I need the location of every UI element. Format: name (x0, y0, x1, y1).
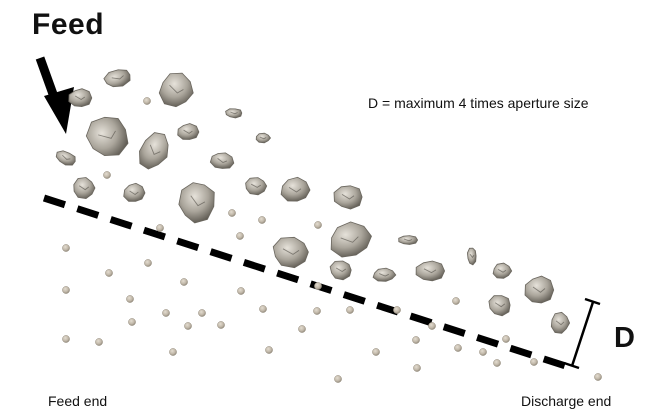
pebble-39 (594, 373, 602, 381)
pebble-7 (314, 221, 322, 229)
pebble-34 (479, 348, 487, 356)
rock-26 (488, 295, 511, 317)
undersize-pebbles (62, 97, 602, 383)
rock-27 (550, 311, 571, 334)
rock-22 (415, 260, 446, 282)
pebble-40 (393, 306, 401, 314)
pebble-26 (217, 321, 225, 329)
feed-arrow-icon (35, 56, 74, 134)
pebble-21 (346, 306, 354, 314)
oversize-rocks (55, 69, 571, 334)
pebble-37 (413, 364, 421, 372)
rock-24 (492, 262, 513, 279)
pebble-22 (95, 338, 103, 346)
pebble-16 (198, 309, 206, 317)
rock-16 (333, 185, 363, 210)
rock-9 (209, 152, 235, 169)
pebble-3 (156, 224, 164, 232)
rock-19 (398, 235, 419, 245)
rock-1 (103, 69, 131, 88)
pebble-23 (128, 318, 136, 326)
pebble-12 (144, 259, 152, 267)
rock-7 (225, 108, 243, 119)
pebble-29 (334, 375, 342, 383)
pebble-13 (180, 278, 188, 286)
rock-18 (330, 221, 372, 258)
pebble-28 (298, 325, 306, 333)
pebble-5 (236, 232, 244, 240)
rock-23 (466, 247, 477, 266)
rock-5 (139, 132, 169, 170)
pebble-38 (530, 358, 538, 366)
pebble-20 (313, 307, 321, 315)
rock-25 (524, 275, 555, 304)
pebble-17 (237, 287, 245, 295)
pebble-8 (62, 244, 70, 252)
screen-deck-line (42, 194, 577, 373)
rock-11 (73, 177, 96, 200)
pebble-15 (162, 309, 170, 317)
pebble-19 (314, 282, 322, 290)
pebble-36 (493, 359, 501, 367)
rock-15 (280, 176, 311, 202)
pebble-6 (258, 216, 266, 224)
rock-10 (55, 150, 76, 166)
rock-13 (178, 182, 215, 224)
dimension-label: D (614, 322, 635, 354)
pebble-25 (184, 322, 192, 330)
pebble-35 (502, 335, 510, 343)
pebble-2 (103, 171, 111, 179)
pebble-18 (259, 305, 267, 313)
pebble-4 (228, 209, 236, 217)
pebble-24 (169, 348, 177, 356)
pebble-31 (412, 336, 420, 344)
rock-6 (177, 123, 200, 140)
pebble-11 (105, 269, 113, 277)
rock-4 (85, 116, 129, 156)
rock-17 (272, 236, 309, 269)
pebble-33 (454, 344, 462, 352)
rock-8 (255, 132, 272, 144)
aperture-note: D = maximum 4 times aperture size (368, 95, 589, 111)
rock-21 (372, 267, 397, 282)
pebble-14 (126, 295, 134, 303)
pebble-10 (62, 335, 70, 343)
feed-label: Feed (32, 8, 105, 41)
pebble-32 (452, 297, 460, 305)
discharge-end-label: Discharge end (521, 393, 612, 409)
feed-end-label: Feed end (48, 393, 108, 409)
rock-3 (68, 88, 93, 108)
rock-12 (123, 182, 146, 202)
pebble-9 (62, 286, 70, 294)
pebble-1 (143, 97, 151, 105)
pebble-41 (428, 322, 436, 330)
rock-2 (158, 72, 194, 108)
pebble-30 (372, 348, 380, 356)
rock-20 (329, 260, 352, 281)
rock-14 (245, 177, 268, 196)
dimension-bracket-icon (563, 297, 601, 370)
pebble-27 (265, 346, 273, 354)
